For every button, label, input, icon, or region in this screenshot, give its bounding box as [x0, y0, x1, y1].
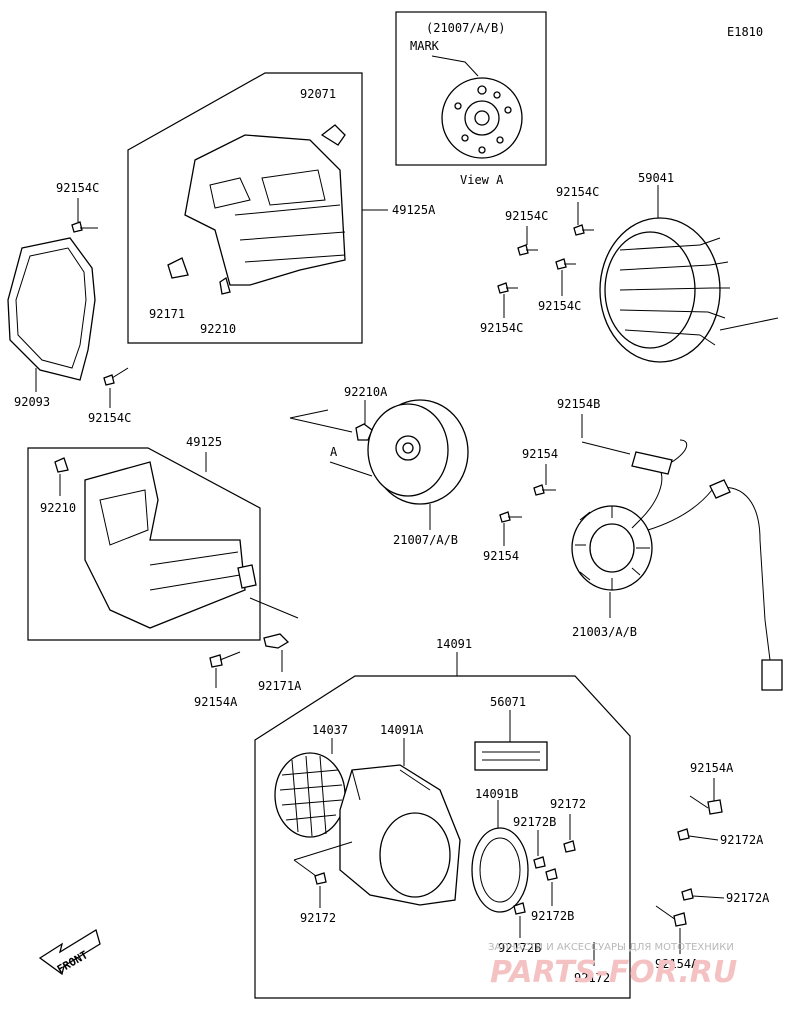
- upper-shroud: [184, 134, 346, 286]
- bolt-92154C-b: [517, 244, 529, 256]
- screw-92172-a: [314, 872, 327, 885]
- label-92172-2: 92172: [300, 911, 336, 925]
- label-92172B-1: 92172B: [513, 815, 556, 829]
- label-92154C-1: 92154C: [56, 181, 99, 195]
- view-a-mark: MARK: [410, 39, 440, 53]
- label-A: A: [330, 445, 338, 459]
- nut-92210A: [355, 423, 373, 441]
- lower-shroud: [84, 461, 246, 629]
- label-14091A: 14091A: [380, 723, 424, 737]
- label-14091: 14091: [436, 637, 472, 651]
- label-21003: 21003/A/B: [572, 625, 637, 639]
- wire-grommet: [709, 479, 731, 499]
- bolt-92154C-a: [573, 224, 585, 236]
- screw-92172B-c: [513, 902, 526, 915]
- label-92171A: 92171A: [258, 679, 302, 693]
- label-92171: 92171: [149, 307, 185, 321]
- view-a-caption: View A: [460, 173, 504, 187]
- label-92172B-3: 92172B: [498, 941, 541, 955]
- stator-plug: [761, 659, 783, 691]
- label-59041: 59041: [638, 171, 674, 185]
- screw-92172A-a: [677, 828, 690, 841]
- label-14091B: 14091B: [475, 787, 518, 801]
- upper-shroud-group: [127, 72, 388, 344]
- label-49125: 49125: [186, 435, 222, 449]
- connector-92154B: [631, 451, 673, 475]
- label-49125A: 49125A: [392, 203, 436, 217]
- bolt-92154C-left-top: [71, 221, 83, 233]
- label-92154C-4: 92154C: [505, 209, 548, 223]
- screw-92172A-b: [681, 888, 694, 901]
- label-92154C-3: 92154C: [556, 185, 599, 199]
- watermark-line1: ЗАПЧАСТИ И АКСЕССУАРЫ ДЛЯ МОТОТЕХНИКИ: [488, 942, 734, 953]
- bolt-92154-a: [533, 484, 545, 496]
- clip-92171A: [263, 633, 290, 649]
- label-92154C-5: 92154C: [538, 299, 581, 313]
- clip-92171: [167, 257, 189, 279]
- label-92172-3: 92172: [574, 971, 610, 985]
- bolt-92154-b: [499, 511, 511, 523]
- cap-92071: [320, 124, 346, 146]
- label-92071: 92071: [300, 87, 336, 101]
- screen-14037: [274, 752, 346, 838]
- label-92154A-2: 92154A: [690, 761, 734, 775]
- cover-14091B: [471, 827, 529, 913]
- label-21007: 21007/A/B: [393, 533, 458, 547]
- label-92154A-1: 92154A: [194, 695, 238, 709]
- label-92172-1: 92172: [550, 797, 586, 811]
- clip-92210-lower: [54, 457, 69, 473]
- label-92093: 92093: [14, 395, 50, 409]
- clip-92210: [219, 276, 231, 295]
- label-92210-upper: 92210: [200, 322, 236, 336]
- screw-92172B-a: [533, 856, 546, 869]
- label-92172B-2: 92172B: [531, 909, 574, 923]
- fan-housing-group: [254, 652, 631, 999]
- view-a-ref: (21007/A/B): [426, 21, 505, 35]
- view-a-inset: (21007/A/B) MARK View A: [395, 11, 547, 187]
- label-92154C-2: 92154C: [88, 411, 131, 425]
- label-92154-2: 92154: [483, 549, 519, 563]
- bolt-92154C-d: [497, 282, 509, 294]
- bolt-92154C-c: [555, 258, 567, 270]
- bolt-92154A-right-bottom: [673, 912, 687, 927]
- flywheel-21007: [289, 399, 469, 530]
- watermark-line2: PARTS-FOR.RU: [490, 955, 737, 990]
- label-92172A-2: 92172A: [726, 891, 770, 905]
- front-arrow-icon: FRONT: [38, 928, 101, 976]
- grommet-lower: [237, 564, 257, 589]
- fan-59041: [599, 185, 779, 363]
- diagram-code: E1810: [727, 25, 763, 39]
- screw-92172-b: [563, 840, 576, 853]
- label-14037: 14037: [312, 723, 348, 737]
- lower-shroud-group: [27, 447, 299, 641]
- label-92154-1: 92154: [522, 447, 558, 461]
- label-56071: 56071: [490, 695, 526, 709]
- bolt-92154C-left-bottom: [103, 374, 115, 386]
- bolt-92154A-right: [707, 799, 723, 815]
- stator-21003: [571, 439, 783, 691]
- label-92154A-3: 92154A: [655, 957, 699, 971]
- label-plate-56071: [474, 741, 548, 771]
- gasket-92093: [7, 237, 96, 381]
- label-92154C-6: 92154C: [480, 321, 523, 335]
- label-92154B: 92154B: [557, 397, 600, 411]
- label-92210-lower: 92210: [40, 501, 76, 515]
- label-92210A: 92210A: [344, 385, 388, 399]
- bolt-92154A-lower: [209, 654, 223, 668]
- label-92172A-1: 92172A: [720, 833, 764, 847]
- screw-92172B-b: [545, 868, 558, 881]
